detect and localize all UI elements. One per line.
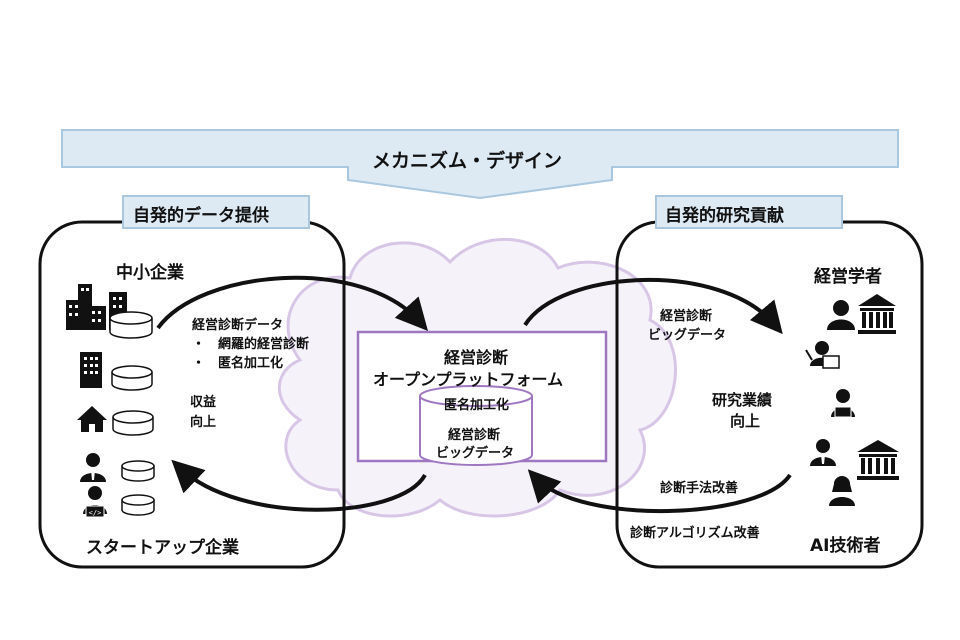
arrow-platform-to-researchers bbox=[523, 278, 783, 335]
office-building-icon bbox=[80, 352, 102, 388]
developer-laptop-icon: </> bbox=[83, 486, 107, 518]
arrow-platform-to-left bbox=[171, 459, 427, 512]
right-bottom-label: AI技術者 bbox=[810, 536, 881, 556]
presenter-icon bbox=[805, 341, 840, 369]
right-panel-tag: 自発的研究貢献 bbox=[665, 206, 784, 226]
return-label-2: 向上 bbox=[190, 415, 217, 430]
scholar-icon bbox=[827, 300, 855, 330]
business-person-icon-right bbox=[810, 439, 836, 466]
right-top-label: 経営学者 bbox=[814, 267, 882, 287]
in-label-2: ビッグデータ bbox=[648, 328, 727, 343]
db-top-label: 匿名加工化 bbox=[444, 398, 510, 413]
university-icon-2 bbox=[857, 440, 899, 480]
mid-label-1: 研究業績 bbox=[712, 391, 773, 409]
platform-database-icon bbox=[419, 385, 533, 466]
in-label-1: 経営診断 bbox=[660, 309, 713, 324]
svg-text:</>: </> bbox=[89, 509, 102, 517]
return-label-1: 収益 bbox=[190, 395, 217, 410]
right-panel-tag-box bbox=[655, 195, 843, 229]
university-icon bbox=[858, 294, 896, 334]
out-label-2: 診断アルゴリズム改善 bbox=[630, 526, 760, 541]
woman-icon bbox=[829, 476, 855, 506]
business-person-icon bbox=[80, 453, 106, 482]
flow-title: 経営診断データ bbox=[192, 318, 284, 333]
banner-arrow bbox=[61, 129, 899, 200]
developer-icon bbox=[831, 389, 855, 418]
database-icon bbox=[109, 311, 155, 516]
platform-title-1: 経営診断 bbox=[444, 348, 509, 367]
left-bottom-label: スタートアップ企業 bbox=[86, 538, 239, 558]
flow-bullet-2: ・ 匿名加工化 bbox=[192, 356, 284, 371]
arrow-researchers-to-platform bbox=[527, 469, 792, 513]
platform-title-2: オープンプラットフォーム bbox=[373, 370, 564, 389]
arrow-data-to-platform bbox=[156, 275, 429, 331]
db-label-1: 経営診断 bbox=[448, 428, 501, 443]
left-panel-tag-box bbox=[122, 195, 310, 229]
house-icon bbox=[77, 406, 107, 432]
left-panel-tag: 自発的データ提供 bbox=[133, 206, 269, 226]
mid-label-2: 向上 bbox=[730, 412, 761, 430]
banner-title: メカニズム・デザイン bbox=[372, 150, 563, 172]
left-top-label: 中小企業 bbox=[116, 263, 184, 283]
flow-bullet-1: ・ 網羅的経営診断 bbox=[192, 337, 310, 352]
db-label-2: ビッグデータ bbox=[436, 446, 515, 461]
out-label: 診断手法改善 bbox=[660, 481, 739, 496]
